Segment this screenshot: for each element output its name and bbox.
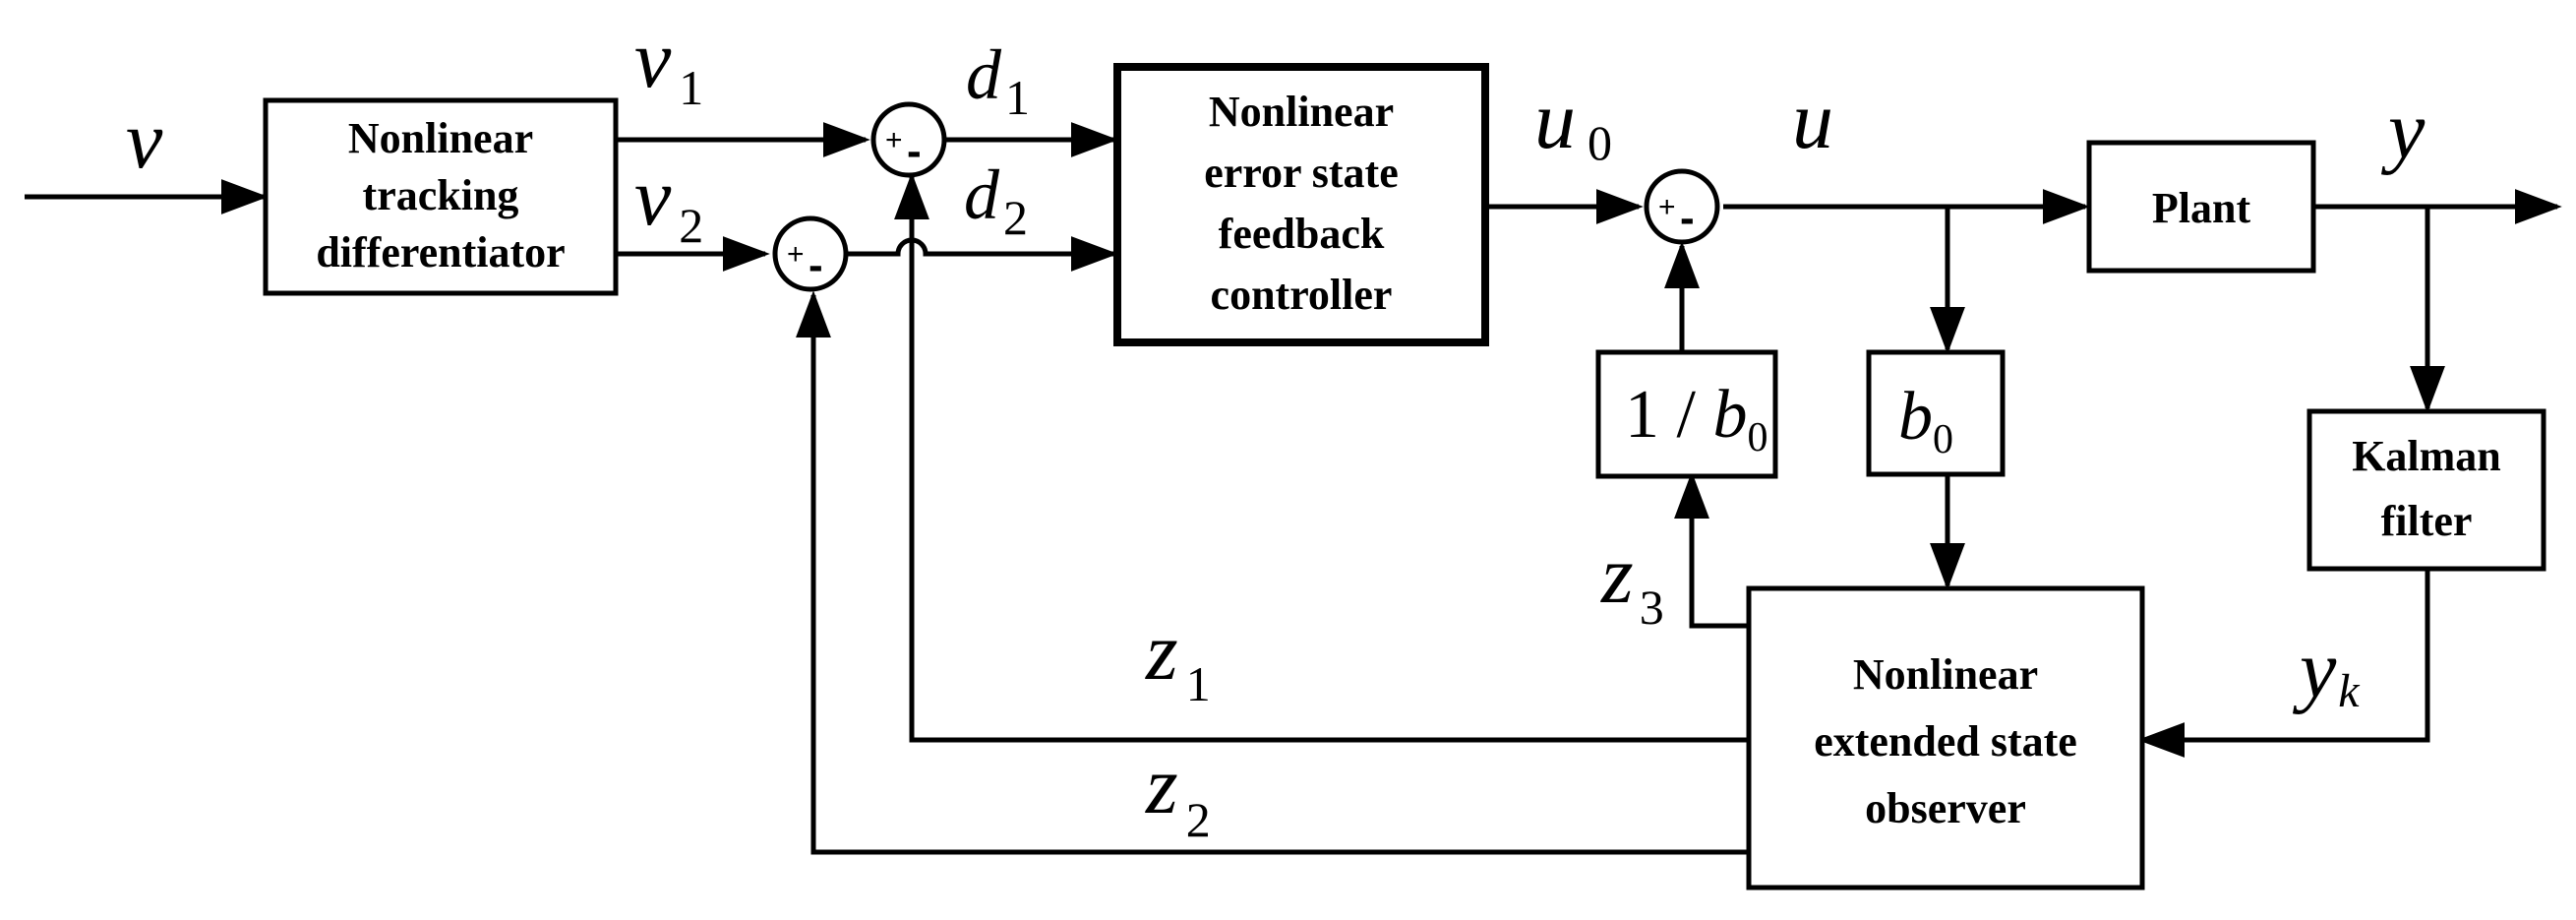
label-u: u <box>1792 75 1833 166</box>
label-d2: d2 <box>964 155 1028 245</box>
block-plant: Plant <box>2086 140 2316 274</box>
sum1-plus: + <box>885 124 903 156</box>
wire-d2 <box>848 236 1118 272</box>
block-controller: Nonlinear error state feedback controlle… <box>1113 63 1489 346</box>
td-line-3: differentiator <box>316 228 565 276</box>
observer-line-1: Nonlinear <box>1853 650 2038 699</box>
td-line-1: Nonlinear <box>348 114 533 162</box>
observer-line-3: observer <box>1865 784 2026 832</box>
wire-z2 <box>796 290 1749 855</box>
ctrl-line-2: error state <box>1204 149 1398 197</box>
wires <box>25 122 2562 855</box>
block-kalman-filter: Kalman filter <box>2306 408 2546 572</box>
wire-z3 <box>1674 471 1749 629</box>
sum2-plus: + <box>787 238 805 271</box>
block-observer: Nonlinear extended state observer <box>1746 585 2145 890</box>
label-y: y <box>2380 85 2426 176</box>
sum-junction-2: + - <box>772 215 849 292</box>
sum2-minus: - <box>809 241 823 289</box>
td-line-2: tracking <box>363 171 519 219</box>
block-b0-gain: b0 <box>1866 349 2006 477</box>
ctrl-line-3: feedback <box>1219 210 1385 258</box>
ctrl-line-4: controller <box>1211 271 1393 319</box>
sum-junction-1: + - <box>870 101 947 178</box>
sum-junction-3: + - <box>1644 168 1720 245</box>
block-tracking-differentiator: Nonlinear tracking differentiator <box>263 97 619 296</box>
label-d1: d1 <box>966 35 1030 125</box>
plant-label: Plant <box>2152 184 2251 232</box>
kalman-line-1: Kalman <box>2352 432 2501 480</box>
observer-line-2: extended state <box>1814 717 2077 766</box>
sum3-minus: - <box>1680 194 1695 242</box>
wire-yk <box>2137 569 2430 758</box>
label-yk: yk <box>2292 624 2361 717</box>
ctrl-line-1: Nonlinear <box>1209 88 1394 136</box>
b0-label: b0 <box>1898 379 1953 462</box>
kalman-line-2: filter <box>2381 497 2473 545</box>
sum1-minus: - <box>907 127 922 175</box>
sum3-plus: + <box>1658 191 1676 223</box>
inv-b0-label: 1 / b0 <box>1625 377 1767 460</box>
wire-z1 <box>894 172 1749 743</box>
block-inverse-b0-gain: 1 / b0 <box>1595 349 1778 479</box>
label-v: v <box>126 94 163 186</box>
